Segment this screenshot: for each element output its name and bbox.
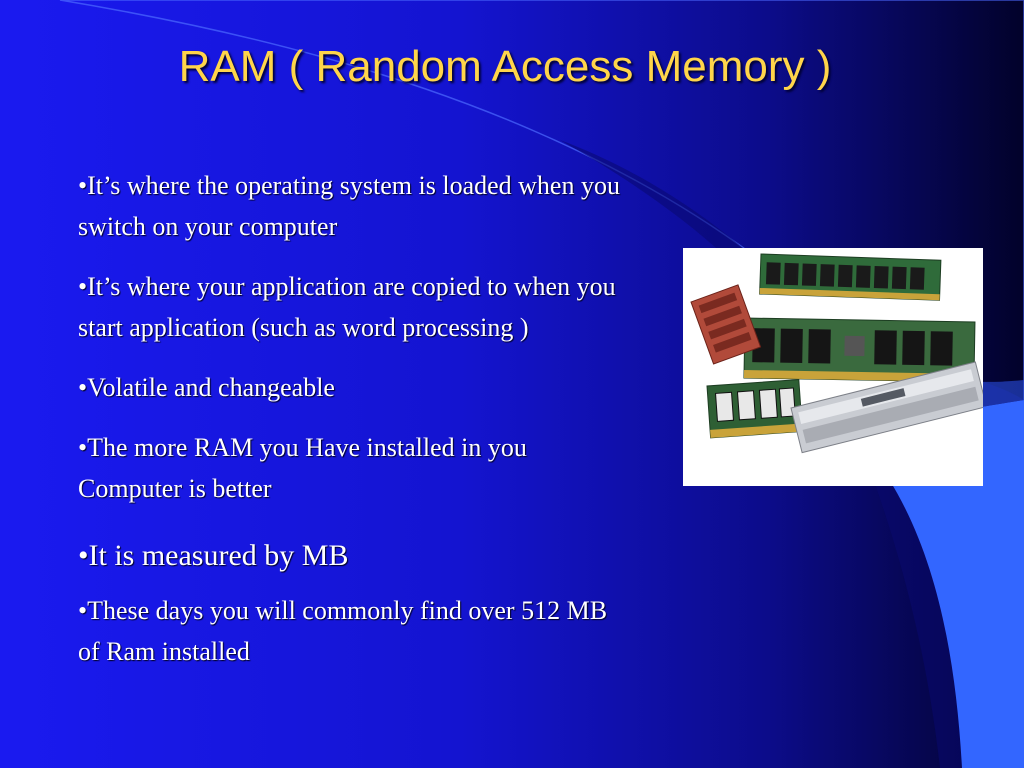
bullet-list: •It’s where the operating system is load… — [78, 165, 623, 691]
bullet-item: •These days you will commonly find over … — [78, 596, 608, 666]
bullet-item: •The more RAM you Have installed in you … — [78, 433, 527, 503]
ram-modules-image — [683, 248, 983, 486]
bullet-item: •It is measured by MB — [78, 539, 349, 572]
ram-modules-icon — [683, 248, 983, 486]
bullet-item: •Volatile and changeable — [78, 373, 335, 402]
slide-title: RAM ( Random Access Memory ) — [178, 42, 832, 91]
bullet-item: •It’s where your application are copied … — [78, 272, 616, 342]
bullet-item: •It’s where the operating system is load… — [78, 171, 620, 241]
